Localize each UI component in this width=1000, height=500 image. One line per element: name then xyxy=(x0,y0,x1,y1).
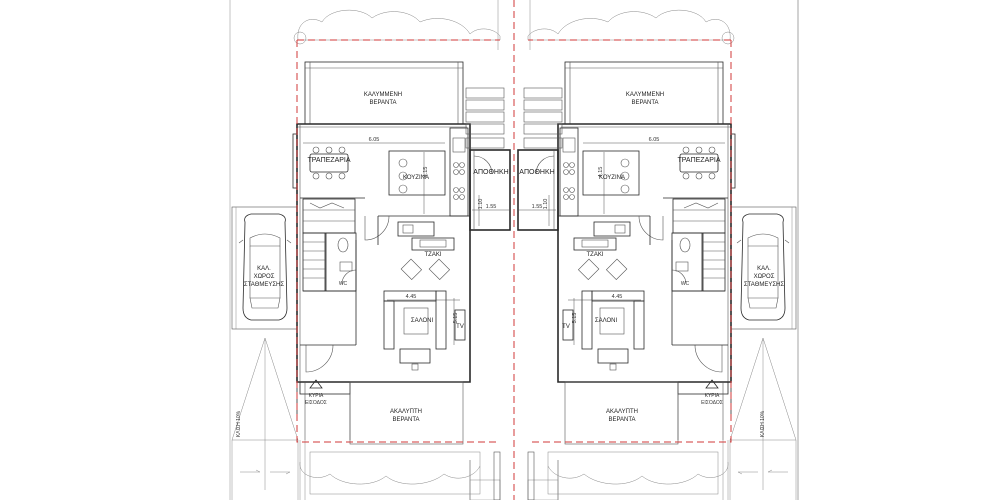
uncovered-veranda-label-line2-right: ΒΕΡΑΝΤΑ xyxy=(608,417,635,423)
entrance-label-line2-right: ΕΙΣΟΔΟΣ xyxy=(701,400,723,406)
wc-label-right: WC xyxy=(681,281,690,287)
storage-label-right: ΑΠΟΘΗΚΗ xyxy=(519,169,554,176)
kitchen-label-right: ΚΟΥΖΙΝΑ xyxy=(599,175,625,181)
storage-depth-dim-left: 1.10 xyxy=(478,199,484,210)
parking-label-line1-left: ΚΑΛ. xyxy=(257,266,271,272)
dining-label-right: ΤΡΑΠΕΖΑΡΙΑ xyxy=(677,157,720,164)
dining-label-left: ΤΡΑΠΕΖΑΡΙΑ xyxy=(307,157,350,164)
dining-width-dim-left: 6.05 xyxy=(369,137,380,143)
living-depth-dim-right: 5.15 xyxy=(572,313,578,324)
covered-veranda-label-line1-right: ΚΑΛΥΜΜΕΝΗ xyxy=(626,92,664,98)
living-width-dim-left: 4.45 xyxy=(406,294,417,300)
uncovered-veranda-label-line2-left: ΒΕΡΑΝΤΑ xyxy=(392,417,419,423)
storage-width-dim-right: 1.55 xyxy=(532,204,543,210)
unit-right xyxy=(517,0,799,500)
storage-label-left: ΑΠΟΘΗΚΗ xyxy=(473,169,508,176)
fireplace-label-right: ΤΖΑΚΙ xyxy=(586,252,603,258)
parking-label-line3-right: ΣΤΑΘΜΕΥΣΗΣ xyxy=(744,282,785,288)
living-width-dim-right: 4.45 xyxy=(612,294,623,300)
covered-veranda-label-line2-right: ΒΕΡΑΝΤΑ xyxy=(631,100,658,106)
fireplace-label-left: ΤΖΑΚΙ xyxy=(424,252,441,258)
storage-depth-dim-right: 1.10 xyxy=(543,199,549,210)
parking-label-line2-left: ΧΩΡΟΣ xyxy=(254,274,275,280)
ramp-label-right: ΚΛΙΣΗ 10% xyxy=(760,410,766,437)
kitchen-depth-dim-right: 4.15 xyxy=(598,167,604,178)
living-label-left: ΣΑΛΟΝΙ xyxy=(411,318,434,324)
uncovered-veranda-label-line1-right: ΑΚΑΛΥΠΤΗ xyxy=(606,409,638,415)
living-label-right: ΣΑΛΟΝΙ xyxy=(595,318,618,324)
tv-label-right: TV xyxy=(562,324,570,330)
parking-label-line3-left: ΣΤΑΘΜΕΥΣΗΣ xyxy=(244,282,285,288)
parking-label-line2-right: ΧΩΡΟΣ xyxy=(754,274,775,280)
dining-width-dim-right: 6.05 xyxy=(649,137,660,143)
parking-label-line1-right: ΚΑΛ. xyxy=(757,266,771,272)
wc-label-left: WC xyxy=(339,281,348,287)
covered-veranda-label-line1-left: ΚΑΛΥΜΜΕΝΗ xyxy=(364,92,402,98)
entrance-label-line2-left: ΕΙΣΟΔΟΣ xyxy=(305,400,327,406)
entrance-label-line1-right: ΚΥΡΙΑ xyxy=(705,393,720,399)
kitchen-depth-dim-left: 4.15 xyxy=(423,167,429,178)
unit-left xyxy=(229,0,511,500)
uncovered-veranda-label-line1-left: ΑΚΑΛΥΠΤΗ xyxy=(390,409,422,415)
covered-veranda-label-line2-left: ΒΕΡΑΝΤΑ xyxy=(369,100,396,106)
tv-label-left: TV xyxy=(456,324,464,330)
living-depth-dim-left: 5.15 xyxy=(453,313,459,324)
entrance-label-line1-left: ΚΥΡΙΑ xyxy=(309,393,324,399)
storage-width-dim-left: 1.55 xyxy=(486,204,497,210)
kitchen-label-left: ΚΟΥΖΙΝΑ xyxy=(403,175,429,181)
ramp-label-left: ΚΛΙΣΗ 10% xyxy=(236,410,242,437)
